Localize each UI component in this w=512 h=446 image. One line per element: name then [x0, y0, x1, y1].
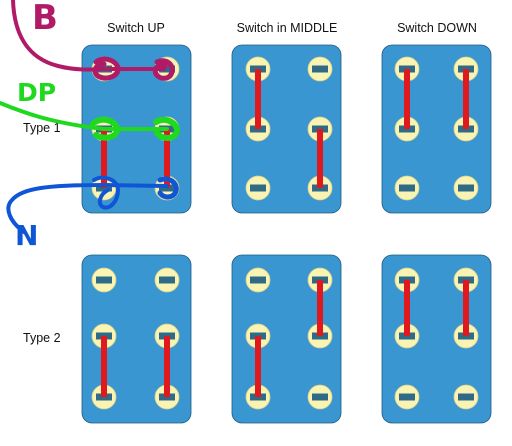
wire-b-scribble-right	[152, 58, 175, 81]
terminal-slot-type1-col3-side2-pos3	[458, 184, 474, 192]
row-label-type-2: Type 2	[23, 331, 61, 345]
bridge-type1-col1-side1	[101, 129, 107, 188]
terminal-slot-type2-col1-side1-pos1	[96, 276, 112, 284]
bridge-type1-col3-side2	[463, 69, 469, 129]
bridge-type1-col2-side2	[317, 129, 323, 188]
wire-dp-scribble-right	[153, 116, 180, 141]
terminal-slot-type2-col2-side1-pos1	[250, 276, 266, 284]
terminal-slot-type2-col1-side2-pos1	[159, 276, 175, 284]
wire-label-n: N	[15, 219, 38, 252]
bridge-type1-col1-side2	[164, 129, 170, 188]
wire-label-dp: DP	[17, 78, 56, 107]
wire-label-b: B	[32, 0, 58, 38]
bridge-type2-col2-side2	[317, 280, 323, 336]
terminal-slot-type2-col3-side2-pos3	[458, 393, 474, 401]
wire-b-scribble-left	[92, 56, 121, 81]
row-label-type-1: Type 1	[23, 121, 61, 135]
column-header-switch-up: Switch UP	[107, 21, 165, 35]
bridge-type1-col2-side1	[255, 69, 261, 129]
bridge-type2-col1-side1	[101, 336, 107, 397]
wires-layer	[0, 0, 180, 234]
terminal-slot-type1-col1-side2-pos1	[159, 65, 175, 73]
wire-dp	[0, 101, 169, 131]
terminal-slot-type2-col3-side1-pos3	[399, 393, 415, 401]
column-header-switch-middle: Switch in MIDDLE	[237, 21, 338, 35]
terminal-slot-type1-col3-side1-pos3	[399, 184, 415, 192]
wire-n	[6, 183, 169, 234]
terminal-slot-type1-col2-side1-pos3	[250, 184, 266, 192]
bridge-type1-col3-side1	[404, 69, 410, 129]
wire-dp-scribble-left	[90, 116, 120, 141]
column-header-switch-down: Switch DOWN	[397, 21, 477, 35]
bridge-type2-col3-side2	[463, 280, 469, 336]
bridge-type2-col3-side1	[404, 280, 410, 336]
bridge-type2-col1-side2	[164, 336, 170, 397]
terminal-slot-type1-col2-side2-pos1	[312, 65, 328, 73]
switch-panel-type2-up	[81, 254, 192, 424]
terminal-slot-type2-col2-side2-pos3	[312, 393, 328, 401]
wire-n-scribble-left	[92, 175, 120, 210]
bridge-type2-col2-side1	[255, 336, 261, 397]
wire-n-scribble-right	[157, 176, 179, 200]
bridges-layer	[101, 69, 469, 397]
